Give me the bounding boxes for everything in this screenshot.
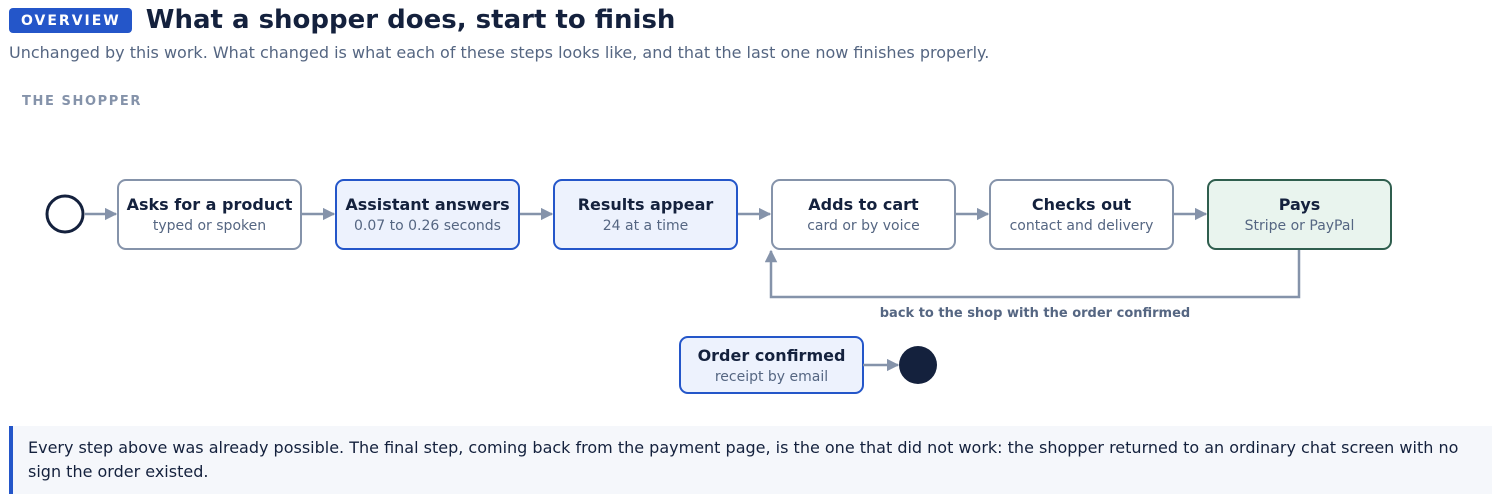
- page-title: What a shopper does, start to finish: [145, 5, 676, 35]
- step-title: Pays: [1279, 195, 1321, 214]
- step-subtitle: receipt by email: [715, 369, 828, 385]
- step-subtitle: contact and delivery: [1010, 218, 1154, 234]
- page-subtitle: Unchanged by this work. What changed is …: [9, 43, 990, 62]
- step-title: Results appear: [578, 195, 714, 214]
- step-title: Order confirmed: [698, 346, 846, 365]
- step-subtitle: card or by voice: [807, 218, 920, 234]
- loop-back-connector: [764, 249, 1301, 299]
- step-assistant-answers: Assistant answers 0.07 to 0.26 seconds: [335, 179, 520, 250]
- loop-label: back to the shop with the order confirme…: [880, 306, 1190, 321]
- step-title: Adds to cart: [808, 195, 919, 214]
- step-asks-for-product: Asks for a product typed or spoken: [117, 179, 302, 250]
- step-adds-to-cart: Adds to cart card or by voice: [771, 179, 956, 250]
- step-title: Asks for a product: [127, 195, 293, 214]
- step-subtitle: 24 at a time: [603, 218, 688, 234]
- lane-label: THE SHOPPER: [22, 94, 142, 109]
- header: OVERVIEW What a shopper does, start to f…: [9, 4, 675, 36]
- summary-note: Every step above was already possible. T…: [9, 426, 1492, 494]
- step-subtitle: Stripe or PayPal: [1245, 218, 1355, 234]
- step-title: Checks out: [1032, 195, 1132, 214]
- overview-badge: OVERVIEW: [9, 7, 132, 33]
- end-node: [899, 346, 937, 384]
- step-order-confirmed: Order confirmed receipt by email: [679, 336, 864, 394]
- step-checks-out: Checks out contact and delivery: [989, 179, 1174, 250]
- step-title: Assistant answers: [345, 195, 509, 214]
- start-node: [45, 194, 85, 234]
- step-subtitle: typed or spoken: [153, 218, 266, 234]
- step-results-appear: Results appear 24 at a time: [553, 179, 738, 250]
- flow-diagram: back to the shop with the order confirme…: [45, 179, 1392, 394]
- step-subtitle: 0.07 to 0.26 seconds: [354, 218, 501, 234]
- step-pays: Pays Stripe or PayPal: [1207, 179, 1392, 250]
